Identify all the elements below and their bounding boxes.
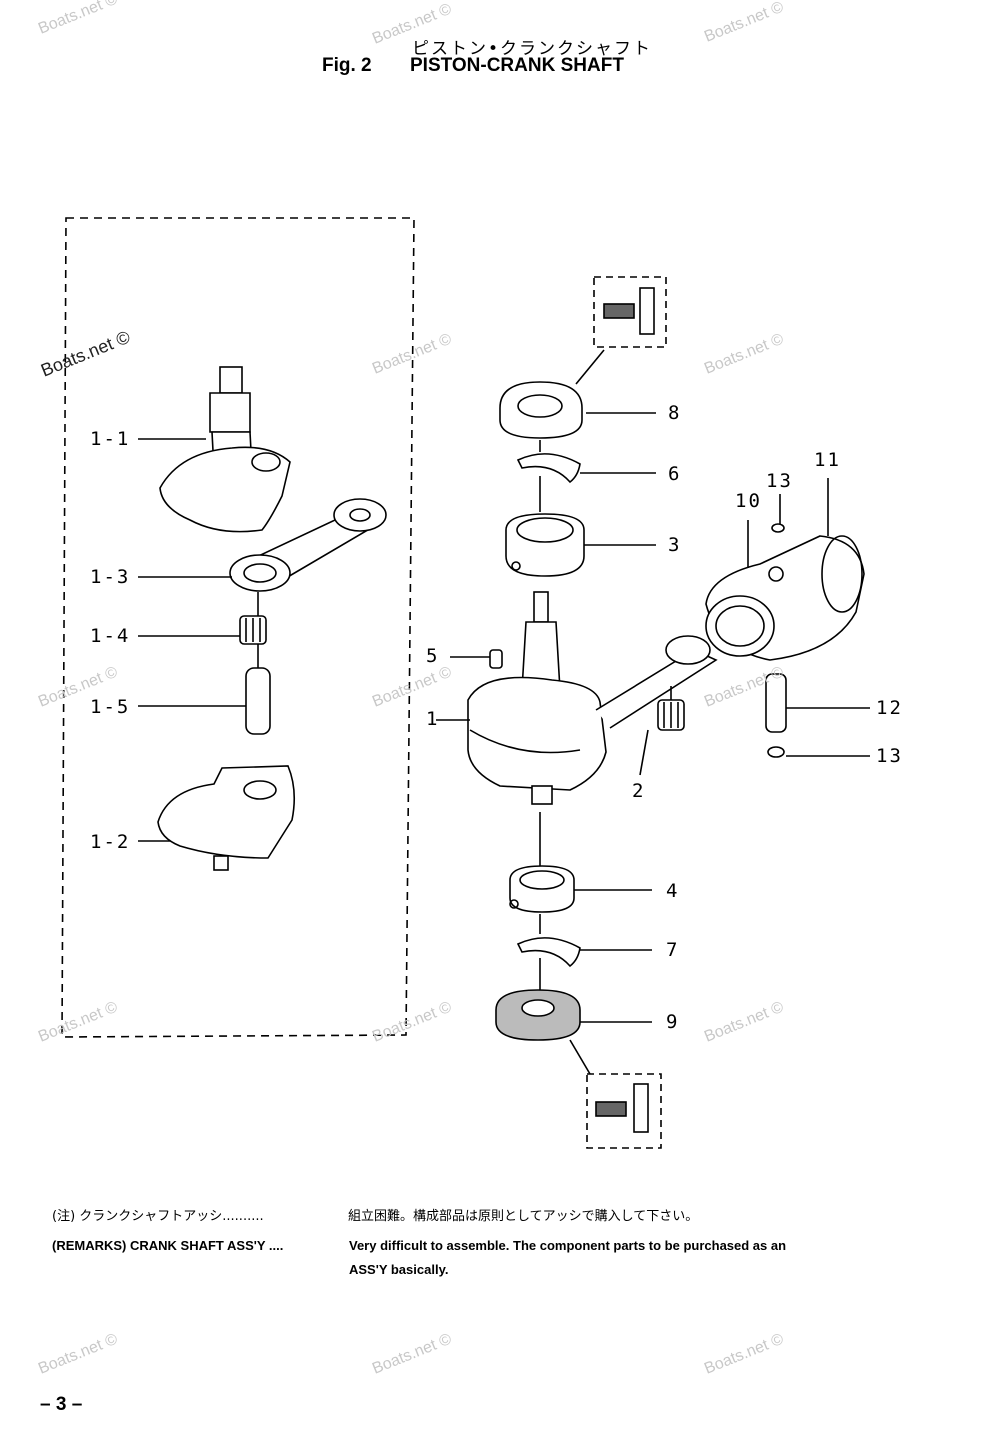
piston-clip-bottom [767,746,785,758]
piston-clip-top [771,523,785,533]
note-en-body-2: ASS'Y basically. [349,1262,449,1277]
callout-1-2: 1-2 [90,831,131,853]
note-jp-prefix: (注) クランクシャフトアッシ.......... [52,1209,264,1224]
callout-4: 4 [666,880,680,902]
callout-8: 8 [668,402,682,424]
callout-1-1: 1-1 [90,428,131,450]
piston-ring [821,535,863,613]
woodruff-key [489,649,503,669]
piston [705,535,865,661]
figure-number: Fig. 2 [322,55,372,76]
callout-5: 5 [426,645,440,667]
ball-bearing-bottom [509,865,575,913]
needle-bearing [657,699,685,731]
crankshaft-assembly [467,591,718,805]
piston-pin [765,673,787,733]
callout-1-4: 1-4 [90,625,131,647]
detail-box-bottom [586,1073,662,1149]
callout-2: 2 [632,780,646,802]
callout-3: 3 [668,534,682,556]
needle-bearing-small [239,615,267,645]
callout-13-bottom: 13 [876,745,903,767]
oil-seal-top [499,381,583,439]
oil-seal-bottom [495,989,581,1041]
retaining-ring-bottom [516,937,581,968]
retaining-ring-top [516,453,581,484]
callout-1-5: 1-5 [90,696,131,718]
upper-crank-half [159,366,291,533]
callout-1-3: 1-3 [90,566,131,588]
callout-10: 10 [735,490,762,512]
ball-bearing-top [505,513,585,577]
detail-box-top [593,276,667,348]
connecting-rod [229,498,387,592]
callout-6: 6 [668,463,682,485]
callout-12: 12 [876,697,903,719]
callout-9: 9 [666,1011,680,1033]
lower-crank-half [157,765,296,871]
note-en-body: Very difficult to assemble. The componen… [349,1238,787,1253]
assembly-box [61,217,415,1038]
callout-7: 7 [666,939,680,961]
note-jp-body: 組立困難。構成部品は原則としてアッシで購入して下さい。 [348,1209,699,1224]
page-number: – 3 – [40,1394,83,1415]
title-japanese: ピストン•クランクシャフト [412,39,653,59]
callout-1: 1 [426,708,440,730]
callout-13-top: 13 [766,470,793,492]
note-en-prefix: (REMARKS) CRANK SHAFT ASS'Y .... [52,1238,284,1253]
callout-11: 11 [814,449,841,471]
figure-title: PISTON-CRANK SHAFT [410,55,624,76]
crank-pin [245,667,271,735]
